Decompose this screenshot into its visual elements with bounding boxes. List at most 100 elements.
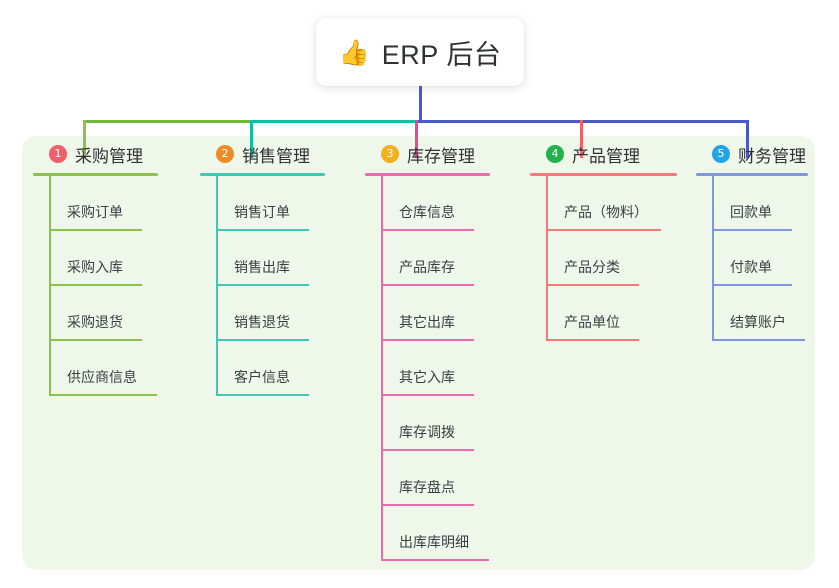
column-title-product: 产品管理 [572,146,640,166]
leaf-node[interactable]: 库存调拨 [365,396,525,451]
drop-line-inventory [415,120,418,158]
leaf-rule [546,284,639,286]
leaf-label: 销售出库 [234,259,290,275]
bar-segment-green [83,120,254,123]
leaf-label: 库存调拨 [399,424,455,440]
leaf-rule [546,229,661,231]
leaf-rule [712,229,792,231]
leaf-node[interactable]: 产品库存 [365,231,525,286]
leaf-node[interactable]: 产品单位 [530,286,700,341]
leaf-label: 结算账户 [730,314,786,330]
leaf-rule [381,394,474,396]
leaf-rule [49,284,142,286]
column-items-purchase: 采购订单采购入库采购退货供应商信息 [33,176,193,396]
leaf-label: 采购入库 [67,259,123,275]
leaf-label: 其它入库 [399,369,455,385]
column-header-product[interactable]: 4 产品管理 [530,140,700,168]
column-title-purchase: 采购管理 [75,146,143,166]
leaf-node[interactable]: 回款单 [696,176,816,231]
leaf-node[interactable]: 供应商信息 [33,341,193,396]
column-product: 4 产品管理产品（物料） 产品分类产品单位 [530,140,700,341]
leaf-label: 其它出库 [399,314,455,330]
leaf-rule [49,394,157,396]
leaf-rule [216,229,309,231]
column-badge-inventory: 3 [381,145,399,163]
column-header-purchase[interactable]: 1 采购管理 [33,140,193,168]
column-spine-purchase [49,176,51,396]
column-spine-inventory [381,176,383,561]
leaf-node[interactable]: 结算账户 [696,286,816,341]
column-spine-sales [216,176,218,396]
leaf-rule [712,284,792,286]
leaf-rule [546,339,639,341]
column-inventory: 3 库存管理仓库信息产品库存其它出库其它入库库存调拨库存盘点出库库明细 [365,140,525,561]
column-badge-purchase: 1 [49,145,67,163]
leaf-rule [49,339,142,341]
leaf-rule [49,229,142,231]
root-node-card[interactable]: 👍 ERP 后台 [316,18,524,86]
leaf-node[interactable]: 采购退货 [33,286,193,341]
leaf-label: 回款单 [730,204,772,220]
column-purchase: 1 采购管理采购订单采购入库采购退货供应商信息 [33,140,193,396]
diagram-panel-background [22,136,815,570]
leaf-label: 仓库信息 [399,204,455,220]
leaf-node[interactable]: 其它入库 [365,341,525,396]
leaf-rule [381,449,474,451]
drop-line-product [580,120,583,158]
root-stem-line [419,86,422,123]
leaf-node[interactable]: 销售订单 [200,176,360,231]
leaf-node[interactable]: 销售出库 [200,231,360,286]
leaf-label: 销售退货 [234,314,290,330]
leaf-label: 付款单 [730,259,772,275]
column-header-rule-inventory [365,173,490,176]
leaf-label: 产品单位 [564,314,620,330]
leaf-node[interactable]: 库存盘点 [365,451,525,506]
leaf-node[interactable]: 仓库信息 [365,176,525,231]
leaf-node[interactable]: 付款单 [696,231,816,286]
column-items-inventory: 仓库信息产品库存其它出库其它入库库存调拨库存盘点出库库明细 [365,176,525,561]
thumbs-up-icon: 👍 [338,37,370,67]
leaf-rule [381,229,474,231]
leaf-rule [381,559,489,561]
column-badge-product: 4 [546,145,564,163]
leaf-label: 采购订单 [67,204,123,220]
leaf-label: 库存盘点 [399,479,455,495]
leaf-rule [216,284,309,286]
leaf-node[interactable]: 出库库明细 [365,506,525,561]
leaf-node[interactable]: 采购入库 [33,231,193,286]
column-spine-finance [712,176,714,341]
leaf-label: 采购退货 [67,314,123,330]
leaf-rule [216,394,309,396]
column-header-rule-product [530,173,677,176]
leaf-label: 供应商信息 [67,369,137,385]
leaf-rule [381,504,474,506]
leaf-node[interactable]: 客户信息 [200,341,360,396]
root-node-content: 👍 ERP 后台 [339,33,502,72]
leaf-rule [381,284,474,286]
root-node-title: ERP 后台 [381,39,502,70]
leaf-node[interactable]: 销售退货 [200,286,360,341]
leaf-node[interactable]: 采购订单 [33,176,193,231]
leaf-node[interactable]: 其它出库 [365,286,525,341]
column-spine-product [546,176,548,341]
column-badge-finance: 5 [712,145,730,163]
leaf-node[interactable]: 产品（物料） [530,176,700,231]
leaf-label: 产品（物料） [564,204,648,220]
leaf-label: 客户信息 [234,369,290,385]
bar-segment-blue [418,120,748,123]
leaf-label: 产品库存 [399,259,455,275]
column-badge-sales: 2 [216,145,234,163]
leaf-rule [381,339,474,341]
column-header-inventory[interactable]: 3 库存管理 [365,140,525,168]
column-header-rule-sales [200,173,325,176]
column-title-inventory: 库存管理 [407,146,475,166]
leaf-node[interactable]: 产品分类 [530,231,700,286]
drop-line-purchase [83,120,86,158]
column-header-rule-finance [696,173,808,176]
drop-line-finance [746,120,749,158]
